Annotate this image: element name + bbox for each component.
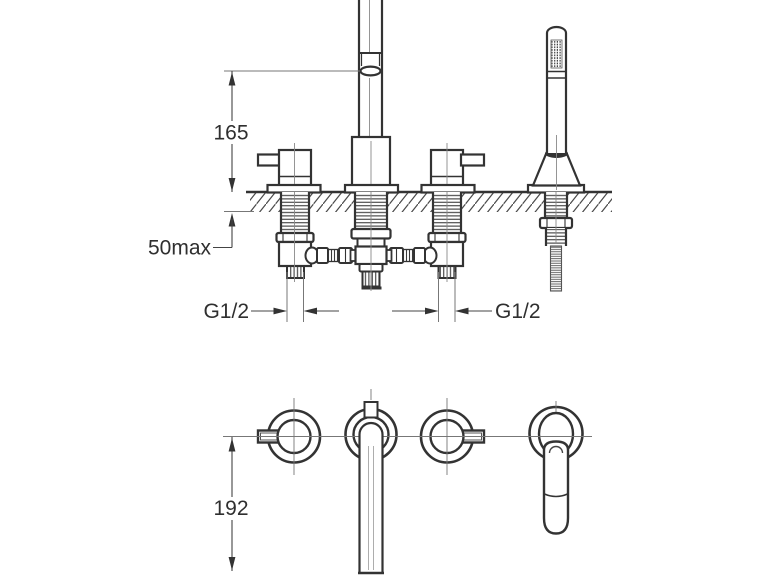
dim-label-spout-reach: 192 [213, 497, 248, 520]
right-handle-rosette [420, 183, 476, 194]
left-valve-body [275, 192, 353, 282]
spout-tube-plan [358, 421, 384, 575]
dim-label-deck-thickness: 50max [148, 237, 212, 260]
arrow-up-icon [228, 438, 236, 452]
left-valve-fixing-nut [275, 231, 315, 244]
spout-rosette [343, 183, 400, 194]
arrow-down-icon [228, 178, 236, 192]
right-valve-body [389, 192, 467, 282]
left-handle-front [256, 143, 322, 194]
left-handle-rosette [266, 183, 322, 194]
dim-50max: 50max [148, 211, 254, 260]
handshower-handle-plan [542, 440, 570, 535]
right-connecting-hose [402, 248, 415, 263]
dim-165: 165 [212, 70, 360, 192]
handshower-spray-face [550, 39, 563, 69]
plan-centerlines [223, 389, 592, 475]
left-valve-threaded-shank [282, 193, 308, 232]
spout-diverter-tab [363, 401, 379, 419]
dim-label-inlet-left: G1/2 [203, 300, 249, 323]
left-connecting-hose [327, 248, 340, 263]
left-inlet-tail [286, 265, 305, 279]
left-handle-body [277, 148, 313, 188]
left-handle-lever [256, 153, 283, 167]
front-view: 165 50max G1/2 G1/2 [148, 0, 612, 323]
arrow-right-icon [273, 307, 287, 315]
right-handle-front [420, 143, 486, 194]
arrow-left-icon [303, 307, 317, 315]
handshower-front [526, 25, 586, 194]
center-valve-body [349, 192, 393, 291]
dim-label-spout-height: 165 [213, 122, 248, 145]
spout-front [343, 0, 400, 194]
dim-g12-right: G1/2 [392, 272, 541, 323]
arrow-down-icon [228, 557, 236, 571]
right-handle-lever [459, 153, 486, 167]
dim-192: 192 [212, 437, 250, 571]
arrow-left-icon [455, 307, 469, 315]
arrow-right-icon [425, 307, 439, 315]
dim-label-inlet-right: G1/2 [495, 300, 541, 323]
spout-swivel-joint [359, 65, 382, 77]
dim-g12-left: G1/2 [203, 272, 339, 323]
plan-view: 192 [212, 389, 592, 575]
handshower-hose [538, 192, 574, 292]
arrow-up-icon [228, 72, 236, 86]
handshower-flex-hose [549, 245, 563, 292]
deck-hatching [250, 193, 612, 212]
